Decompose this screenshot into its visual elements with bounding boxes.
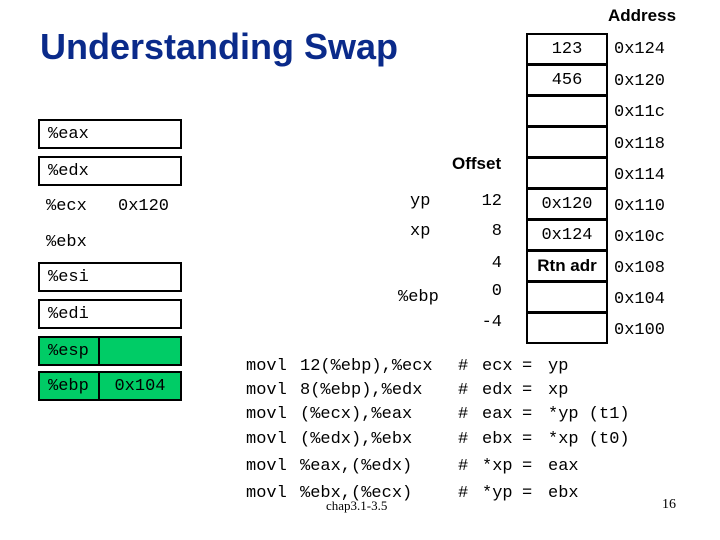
register-name: %edx bbox=[48, 161, 89, 181]
code-src: *xp (t0) bbox=[548, 430, 630, 449]
register-ebp-value: 0x104 bbox=[98, 371, 182, 401]
code-op: movl bbox=[246, 484, 287, 503]
register-ebp-label: %ebp bbox=[38, 371, 100, 401]
code-eq: = bbox=[522, 484, 533, 503]
code-src: eax bbox=[548, 457, 579, 476]
chapter-footer: chap3.1-3.5 bbox=[326, 498, 388, 513]
memory-cell bbox=[526, 312, 608, 344]
offset-label: yp bbox=[410, 192, 431, 211]
code-eq: = bbox=[522, 357, 533, 376]
code-hash: # bbox=[458, 405, 469, 424]
page-title: Understanding Swap bbox=[40, 26, 399, 67]
code-src: *yp (t1) bbox=[548, 405, 630, 424]
register-edi: %edi bbox=[38, 299, 182, 329]
offset-header: Offset bbox=[452, 154, 502, 173]
offset-value: 12 bbox=[481, 192, 502, 211]
memory-address: 0x10c bbox=[614, 228, 666, 247]
code-dst: *xp bbox=[482, 457, 513, 476]
memory-cell: 0x120 bbox=[526, 188, 608, 220]
register-ecx-label: %ecx bbox=[46, 197, 87, 216]
memory-address: 0x11c bbox=[614, 103, 666, 122]
memory-cell: 456 bbox=[526, 64, 608, 96]
memory-cell: 0x124 bbox=[526, 219, 608, 251]
offset-value: 8 bbox=[491, 222, 502, 241]
code-hash: # bbox=[458, 457, 469, 476]
page-number: 16 bbox=[662, 497, 676, 512]
code-op: movl bbox=[246, 405, 287, 424]
register-esi: %esi bbox=[38, 262, 182, 292]
code-dst: ebx bbox=[482, 430, 513, 449]
code-args: %ebx,(%ecx) bbox=[300, 484, 413, 503]
code-op: movl bbox=[246, 381, 287, 400]
memory-address: 0x104 bbox=[614, 290, 666, 309]
code-src: yp bbox=[548, 357, 569, 376]
code-src: ebx bbox=[548, 484, 579, 503]
memory-address: 0x120 bbox=[614, 72, 666, 91]
offset-label: xp bbox=[410, 222, 431, 241]
memory-cell: 123 bbox=[526, 33, 608, 65]
register-name: %edi bbox=[48, 304, 89, 324]
code-dst: edx bbox=[482, 381, 513, 400]
register-esp-value bbox=[98, 336, 182, 366]
memory-address: 0x124 bbox=[614, 40, 666, 59]
code-args: (%edx),%ebx bbox=[300, 430, 413, 449]
code-args: %eax,(%edx) bbox=[300, 457, 413, 476]
memory-address: 0x108 bbox=[614, 259, 666, 278]
offset-value: 0 bbox=[491, 282, 502, 301]
offset-value: -4 bbox=[481, 313, 502, 332]
register-ecx-value: 0x120 bbox=[118, 197, 170, 216]
code-eq: = bbox=[522, 381, 533, 400]
code-hash: # bbox=[458, 381, 469, 400]
code-eq: = bbox=[522, 457, 533, 476]
register-ebx-label: %ebx bbox=[46, 233, 87, 252]
code-hash: # bbox=[458, 357, 469, 376]
offset-value: 4 bbox=[491, 254, 502, 273]
code-eq: = bbox=[522, 430, 533, 449]
register-name: %eax bbox=[48, 124, 89, 144]
code-hash: # bbox=[458, 430, 469, 449]
code-args: 12(%ebp),%ecx bbox=[300, 357, 433, 376]
code-op: movl bbox=[246, 357, 287, 376]
memory-address: 0x100 bbox=[614, 321, 666, 340]
register-eax: %eax bbox=[38, 119, 182, 149]
code-src: xp bbox=[548, 381, 569, 400]
register-edx: %edx bbox=[38, 156, 182, 186]
code-hash: # bbox=[458, 484, 469, 503]
code-args: (%ecx),%eax bbox=[300, 405, 413, 424]
offset-label: %ebp bbox=[398, 288, 439, 307]
memory-cell bbox=[526, 157, 608, 189]
code-dst: ecx bbox=[482, 357, 513, 376]
memory-cell bbox=[526, 126, 608, 158]
code-op: movl bbox=[246, 430, 287, 449]
code-eq: = bbox=[522, 405, 533, 424]
memory-cell bbox=[526, 281, 608, 313]
memory-address: 0x114 bbox=[614, 166, 666, 185]
memory-address: 0x110 bbox=[614, 197, 666, 216]
memory-address: 0x118 bbox=[614, 135, 666, 154]
code-dst: *yp bbox=[482, 484, 513, 503]
code-op: movl bbox=[246, 457, 287, 476]
register-esp-label: %esp bbox=[38, 336, 100, 366]
code-dst: eax bbox=[482, 405, 513, 424]
register-name: %esi bbox=[48, 267, 89, 287]
memory-cell bbox=[526, 95, 608, 127]
address-header: Address bbox=[608, 6, 677, 25]
code-args: 8(%ebp),%edx bbox=[300, 381, 423, 400]
memory-cell: Rtn adr bbox=[526, 250, 608, 282]
